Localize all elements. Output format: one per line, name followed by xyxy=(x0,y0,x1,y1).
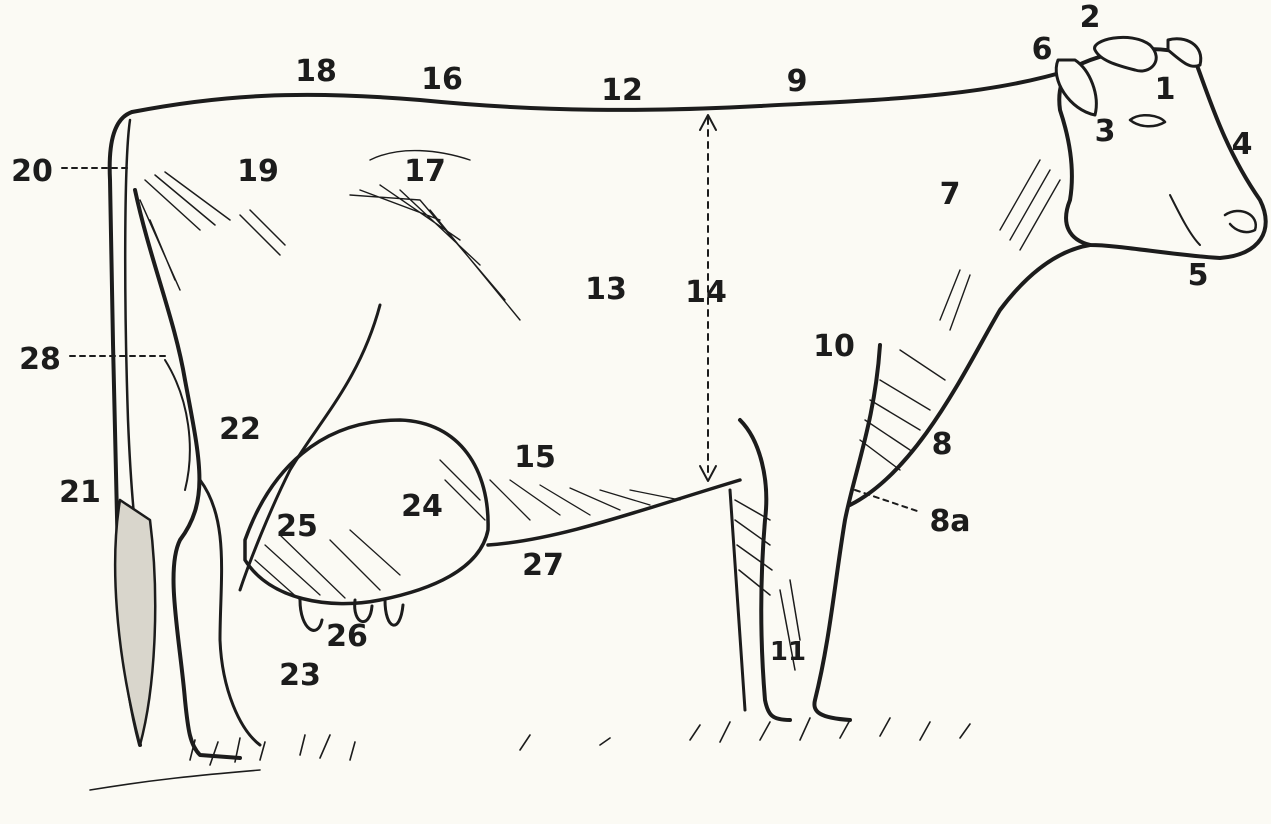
rump-hatch xyxy=(140,172,285,290)
label-17: 17 xyxy=(404,157,446,187)
ear xyxy=(1056,60,1096,115)
dewlap xyxy=(850,245,1090,505)
label-11: 11 xyxy=(770,639,806,665)
fore-leg-rear xyxy=(740,420,790,720)
horn-right xyxy=(1168,39,1201,67)
label-24: 24 xyxy=(401,492,443,522)
milk-vein xyxy=(490,480,680,520)
belly xyxy=(488,480,740,545)
label-23: 23 xyxy=(279,661,321,691)
teat-1 xyxy=(300,600,322,630)
rear-leg-inner xyxy=(200,480,260,745)
label-22: 22 xyxy=(219,415,261,445)
label-15: 15 xyxy=(514,443,556,473)
label-7: 7 xyxy=(940,180,961,210)
label-10: 10 xyxy=(813,332,855,362)
leader-8a xyxy=(855,490,920,512)
label-2: 2 xyxy=(1080,3,1101,33)
label-9: 9 xyxy=(787,67,808,97)
ground-grass xyxy=(90,718,970,790)
label-18: 18 xyxy=(295,57,337,87)
label-25: 25 xyxy=(276,512,318,542)
label-21: 21 xyxy=(59,478,101,508)
tail-switch xyxy=(115,500,155,745)
fore-leg-inner xyxy=(730,490,745,710)
label-1: 1 xyxy=(1155,75,1176,105)
label-4: 4 xyxy=(1232,130,1253,160)
label-8: 8 xyxy=(932,430,953,460)
horn xyxy=(1095,37,1157,71)
jaw xyxy=(1170,195,1200,245)
label-20: 20 xyxy=(11,157,53,187)
label-12: 12 xyxy=(601,76,643,106)
label-14: 14 xyxy=(685,278,727,308)
label-5: 5 xyxy=(1188,261,1209,291)
eye xyxy=(1130,115,1165,126)
teat-3 xyxy=(385,600,403,625)
label-8a: 8a xyxy=(929,507,970,537)
fore-leg-front xyxy=(814,345,880,720)
label-6: 6 xyxy=(1032,35,1053,65)
label-19: 19 xyxy=(237,157,279,187)
label-13: 13 xyxy=(585,275,627,305)
label-16: 16 xyxy=(421,65,463,95)
label-28: 28 xyxy=(19,345,61,375)
label-26: 26 xyxy=(326,622,368,652)
label-27: 27 xyxy=(522,551,564,581)
label-3: 3 xyxy=(1095,117,1116,147)
muzzle xyxy=(1225,211,1256,232)
